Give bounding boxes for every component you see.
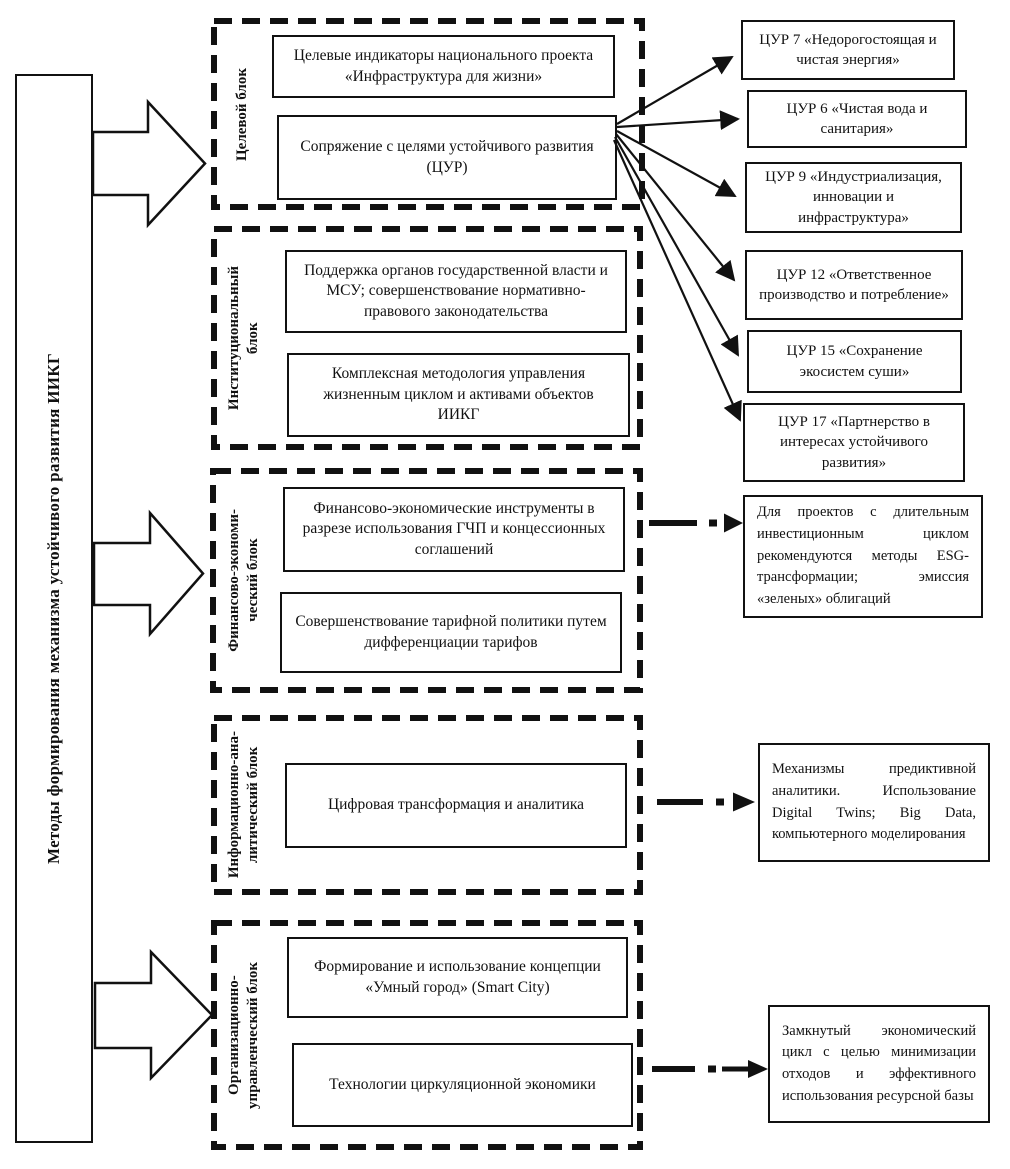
method-box-government-support: Поддержка органов государственной власти…: [285, 250, 627, 333]
fan-arrow-sdg-9: [616, 130, 737, 197]
block-label-information-analytical: Информационно-ана- литический блок: [226, 731, 261, 879]
fan-arrow-sdg-6: [616, 110, 740, 131]
sdg-box-9: ЦУР 9 «Индустриализация, инновации и инф…: [745, 162, 962, 233]
block-label-financial-economic: Финансово-экономи- ческий блок: [226, 509, 261, 652]
root-methods-box: Методы формирования механизма устойчивог…: [15, 74, 93, 1143]
sdg-box-12: ЦУР 12 «Ответственное производство и пот…: [745, 250, 963, 320]
block-label-institutional: Институциональный блок: [226, 265, 261, 411]
method-box-circular-economy: Технологии циркуляционной экономики: [292, 1043, 633, 1127]
method-box-sdg-alignment: Сопряжение с целями устойчивого развития…: [277, 115, 617, 200]
method-box-national-project-indicators: Целевые индикаторы национального проекта…: [272, 35, 615, 98]
note-box-predictive-analytics: Механизмы предиктивной аналитики. Исполь…: [758, 743, 990, 862]
note-box-closed-economic-cycle: Замкнутый экономический цикл с целью мин…: [768, 1005, 990, 1123]
big-arrow-to-target-block: [91, 98, 207, 229]
sdg-box-17: ЦУР 17 «Партнерство в интересах устойчив…: [743, 403, 965, 482]
fan-arrow-sdg-12: [615, 133, 736, 282]
fan-arrow-sdg-7: [616, 56, 734, 125]
fan-arrow-sdg-15: [614, 136, 739, 357]
block-label-organizational-management: Организационно- управленческий блок: [226, 961, 261, 1109]
method-box-financial-instruments: Финансово-экономические инструменты в ра…: [283, 487, 625, 572]
fan-arrow-sdg-17: [612, 139, 742, 422]
method-box-digital-transformation: Цифровая трансформация и аналитика: [285, 763, 627, 848]
big-arrow-to-organizational-block: [93, 948, 214, 1082]
root-methods-label: Методы формирования механизма устойчивог…: [44, 352, 63, 865]
sdg-box-6: ЦУР 6 «Чистая вода и санитария»: [747, 90, 967, 148]
method-box-smart-city: Формирование и использование концепции «…: [287, 937, 628, 1018]
dashdot-arrow-predictive: [657, 792, 755, 812]
dashdot-arrow-circular: [652, 1060, 768, 1078]
sdg-box-15: ЦУР 15 «Сохранение экосистем суши»: [747, 330, 962, 393]
method-box-tariff-policy: Совершенствование тарифной политики путе…: [280, 592, 622, 673]
note-box-esg-transformation: Для проектов с длительным инвестиционным…: [743, 495, 983, 618]
big-arrow-to-financial-block: [92, 509, 205, 638]
block-label-target: Целевой блок: [233, 67, 250, 161]
method-box-lifecycle-methodology: Комплексная методология управления жизне…: [287, 353, 630, 437]
sdg-box-7: ЦУР 7 «Недорогостоящая и чистая энергия»: [741, 20, 955, 80]
dashdot-arrow-esg: [649, 513, 743, 533]
